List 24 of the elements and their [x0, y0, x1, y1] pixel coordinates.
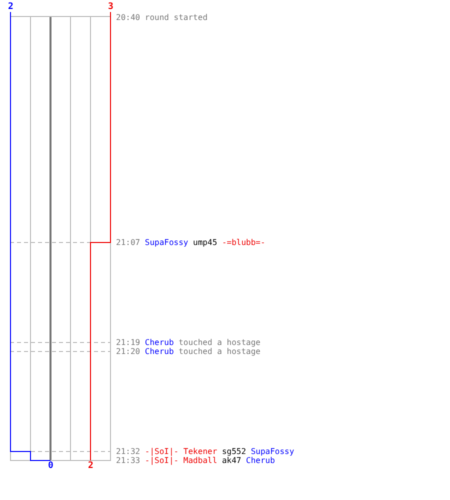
- player-name: Cherub: [246, 456, 275, 465]
- score-number: 2: [88, 462, 94, 471]
- player-name: Cherub: [144, 338, 174, 347]
- time-label: 20:40: [116, 13, 140, 22]
- player-name: -|SoI|- Tekener: [144, 447, 218, 456]
- time-label: 21:33: [116, 456, 140, 465]
- weapon-name: ak47: [222, 456, 242, 465]
- time-label: 21:19: [116, 338, 140, 347]
- player-name: SupaFossy: [144, 238, 188, 247]
- score-number: 2: [8, 3, 14, 12]
- weapon-name: ump45: [193, 238, 218, 247]
- score-number: 3: [108, 3, 114, 12]
- time-label: 21:07: [116, 238, 140, 247]
- time-label: 21:32: [116, 447, 140, 456]
- player-name: -|SoI|- Madball: [144, 456, 218, 465]
- event-text: touched a hostage: [178, 347, 260, 356]
- weapon-name: sg552: [222, 447, 246, 456]
- event-text: round started: [144, 13, 208, 22]
- time-label: 21:20: [116, 347, 140, 356]
- player-name: -=blubb=-: [222, 238, 266, 247]
- player-name: SupaFossy: [250, 447, 294, 456]
- score-number: 0: [48, 462, 54, 471]
- event-text: touched a hostage: [178, 338, 260, 347]
- player-name: Cherub: [144, 347, 174, 356]
